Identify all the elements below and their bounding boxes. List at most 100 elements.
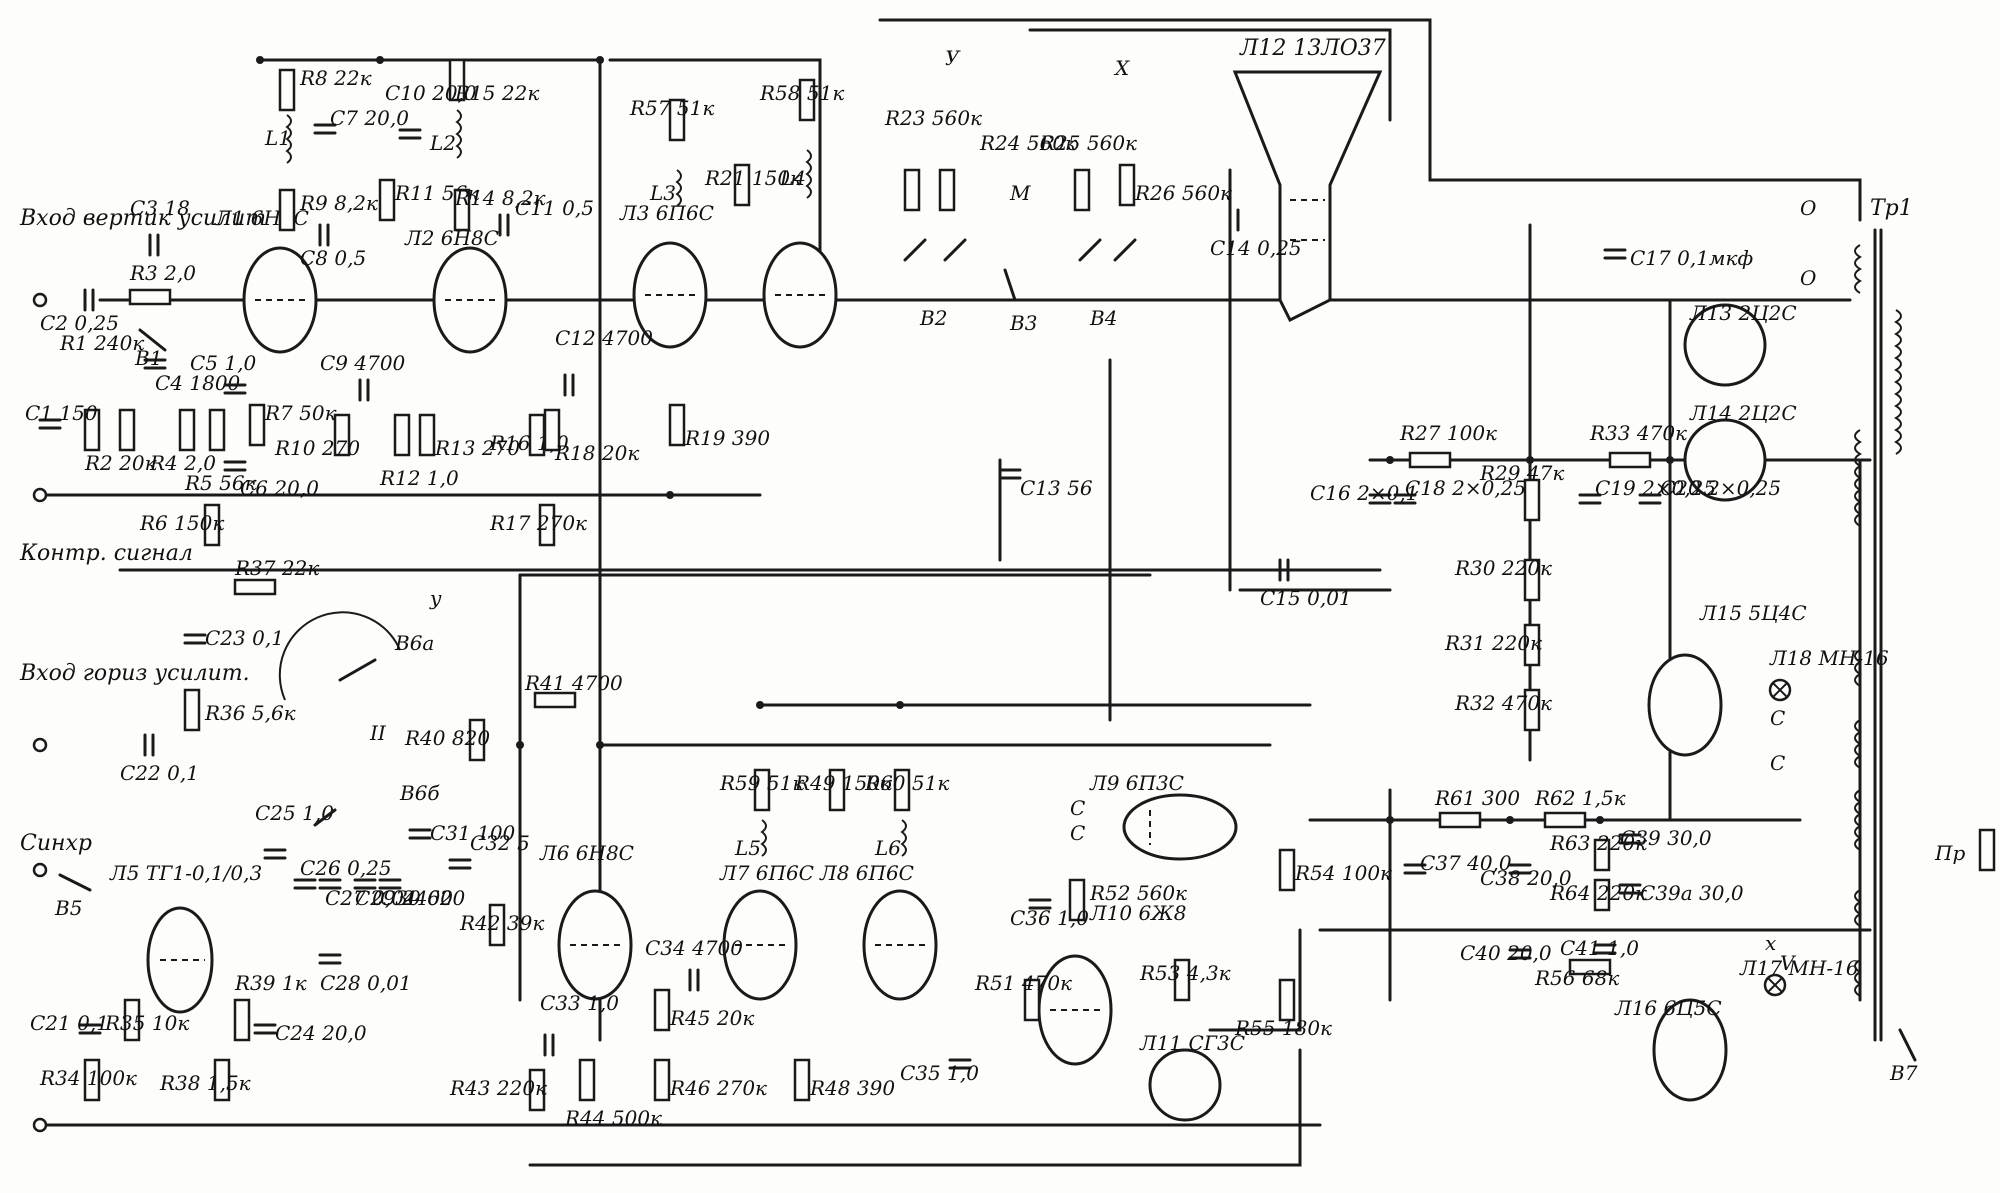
inductor-l1 xyxy=(285,114,292,164)
resistor-r33-label: R33 470к xyxy=(1589,421,1687,445)
resistor-r3-label: R3 2,0 xyxy=(129,261,196,285)
capacitor-c13-label: C13 56 xyxy=(1020,476,1093,500)
capacitors: C1 150 C2 0,25 C3 18 C4 1800 C5 1,0 C6 2… xyxy=(25,81,1781,1085)
terminal-o1: О xyxy=(1800,196,1816,220)
resistor-r48-label: R48 390 xyxy=(809,1076,895,1100)
capacitor-c11 xyxy=(498,213,510,237)
resistor-r18 xyxy=(543,408,561,452)
contr-signal-label: Контр. сигнал xyxy=(19,541,193,566)
tube-l2-label: Л2 6Н8С xyxy=(404,226,499,250)
resistor-r11 xyxy=(378,178,396,222)
resistor-r13-label: R13 270 xyxy=(434,436,520,460)
resistor-r19-label: R19 390 xyxy=(684,426,770,450)
resistor-r39-label: R39 1к xyxy=(234,971,307,995)
tube-l10-label: Л10 6Ж8 xyxy=(1089,901,1186,925)
tube-l14-label: Л14 2Ц2С xyxy=(1689,401,1797,425)
inductor-l6 xyxy=(900,819,907,857)
capacitor-c6 xyxy=(223,460,247,472)
resistor-r45 xyxy=(653,988,671,1032)
resistor-r63 xyxy=(1593,838,1611,872)
capacitor-c28 xyxy=(318,953,342,965)
tube-l5: Л5 ТГ1-0,1/0,3 xyxy=(109,861,262,1014)
capacitor-c40 xyxy=(1508,948,1532,960)
resistor-r29-label: R29 47к xyxy=(1479,461,1564,485)
resistor-r25 xyxy=(1073,168,1091,212)
capacitor-c27-label: C27 0,04 xyxy=(325,886,417,910)
resistor-r42-label: R42 39к xyxy=(459,911,544,935)
tube-l10: Л10 6Ж8 xyxy=(1037,901,1186,1066)
capacitor-c17 xyxy=(1603,248,1627,260)
winding-17-9 xyxy=(1854,429,1862,527)
resistor-r5-label: R5 56к xyxy=(184,471,257,495)
capacitor-c1 xyxy=(38,418,62,430)
resistor-r49-label: R49 150к xyxy=(794,771,892,795)
resistors: R8 22к R9 8,2к R11 56к R15 22к R14 8,2к … xyxy=(39,58,1687,1130)
resistor-r18-label: R18 20к xyxy=(554,441,639,465)
capacitor-c34-label: C34 4700 xyxy=(645,936,743,960)
resistor-r59 xyxy=(753,768,771,812)
resistor-r53 xyxy=(1173,958,1191,1002)
switch-b3-label: B3 xyxy=(1009,311,1037,335)
tube-l12-crt: Л12 13ЛО37 xyxy=(1232,36,1386,323)
capacitor-c39-label: C39 30,0 xyxy=(1620,826,1712,850)
resistor-r2-label: R2 20к xyxy=(84,451,157,475)
switch-b4 xyxy=(1078,238,1102,262)
tube-l15: Л15 5Ц4С xyxy=(1647,601,1807,757)
capacitor-c20-label: C20 2×0,25 xyxy=(1660,476,1781,500)
capacitor-c8 xyxy=(318,223,330,247)
resistor-r5 xyxy=(208,408,226,452)
capacitor-c23-label: C23 0,1 xyxy=(205,626,284,650)
resistor-r39 xyxy=(233,998,251,1042)
resistor-r58-label: R58 51к xyxy=(759,81,844,105)
resistor-r29 xyxy=(1523,478,1541,522)
switch-b5-label: B5 xyxy=(54,896,82,920)
resistor-r23-label: R23 560к xyxy=(884,106,982,130)
horiz-input-label: Вход гориз усилит. xyxy=(19,661,250,686)
resistor-r55 xyxy=(1278,978,1296,1022)
resistor-r55-label: R55 180к xyxy=(1234,1016,1332,1040)
lamp-l18: Л18 МН-16 xyxy=(1768,646,1889,702)
tube-l3-label: Л3 6П6С xyxy=(619,201,714,225)
inductor-l4 xyxy=(805,149,812,199)
resistor-r44-label: R44 500к xyxy=(564,1106,662,1130)
resistor-r26 xyxy=(1118,163,1136,207)
capacitor-c34 xyxy=(688,968,700,992)
capacitor-c10-label: C10 20,0 xyxy=(385,81,477,105)
resistor-r38 xyxy=(213,1058,231,1102)
capacitor-c9 xyxy=(358,378,370,402)
sync-input-terminal xyxy=(32,862,48,878)
tube-l16: Л16 6Ц5С xyxy=(1614,996,1728,1102)
transformer-tr1-label: Тр1 xyxy=(1870,196,1913,221)
terminal-y-out: у xyxy=(429,586,442,610)
capacitor-c39a-label: C39a 30,0 xyxy=(1640,881,1744,905)
resistor-r32-label: R32 470к xyxy=(1454,691,1552,715)
capacitor-c30-label: C30 620 xyxy=(380,886,466,910)
tube-l4 xyxy=(762,241,838,349)
tube-l6: Л6 6Н8С xyxy=(539,841,634,1001)
capacitor-c13 xyxy=(998,468,1022,480)
switch-b7-label: B7 xyxy=(1889,1061,1918,1085)
capacitor-c26 xyxy=(293,878,317,890)
winding-27-28 xyxy=(1854,889,1862,927)
winding-10-11 xyxy=(1854,719,1862,769)
resistor-r10 xyxy=(333,413,351,457)
resistor-r60-label: R60 51к xyxy=(864,771,949,795)
capacitor-c37-label: C37 40,0 xyxy=(1420,851,1512,875)
tube-l6-label: Л6 6Н8С xyxy=(539,841,634,865)
capacitor-c12 xyxy=(563,373,575,397)
capacitor-c22 xyxy=(143,733,155,757)
resistor-r57 xyxy=(668,98,686,142)
inductor-l3 xyxy=(675,169,682,207)
resistor-r12 xyxy=(393,413,411,457)
tube-l3: Л3 6П6С xyxy=(619,201,714,349)
capacitor-c24-label: C24 20,0 xyxy=(275,1021,367,1045)
resistor-r36-label: R36 5,6к xyxy=(204,701,296,725)
resistor-r6 xyxy=(203,503,221,547)
capacitor-c40-label: C40 20,0 xyxy=(1460,941,1552,965)
capacitor-c41-label: C41 1,0 xyxy=(1560,936,1639,960)
capacitor-c38-label: C38 20,0 xyxy=(1480,866,1572,890)
capacitor-c3-label: C3 18 xyxy=(130,196,190,220)
tube-l8: Л8 6П6С xyxy=(819,861,938,1001)
resistor-r4 xyxy=(178,408,196,452)
resistor-r41-label: R41 4700 xyxy=(524,671,623,695)
